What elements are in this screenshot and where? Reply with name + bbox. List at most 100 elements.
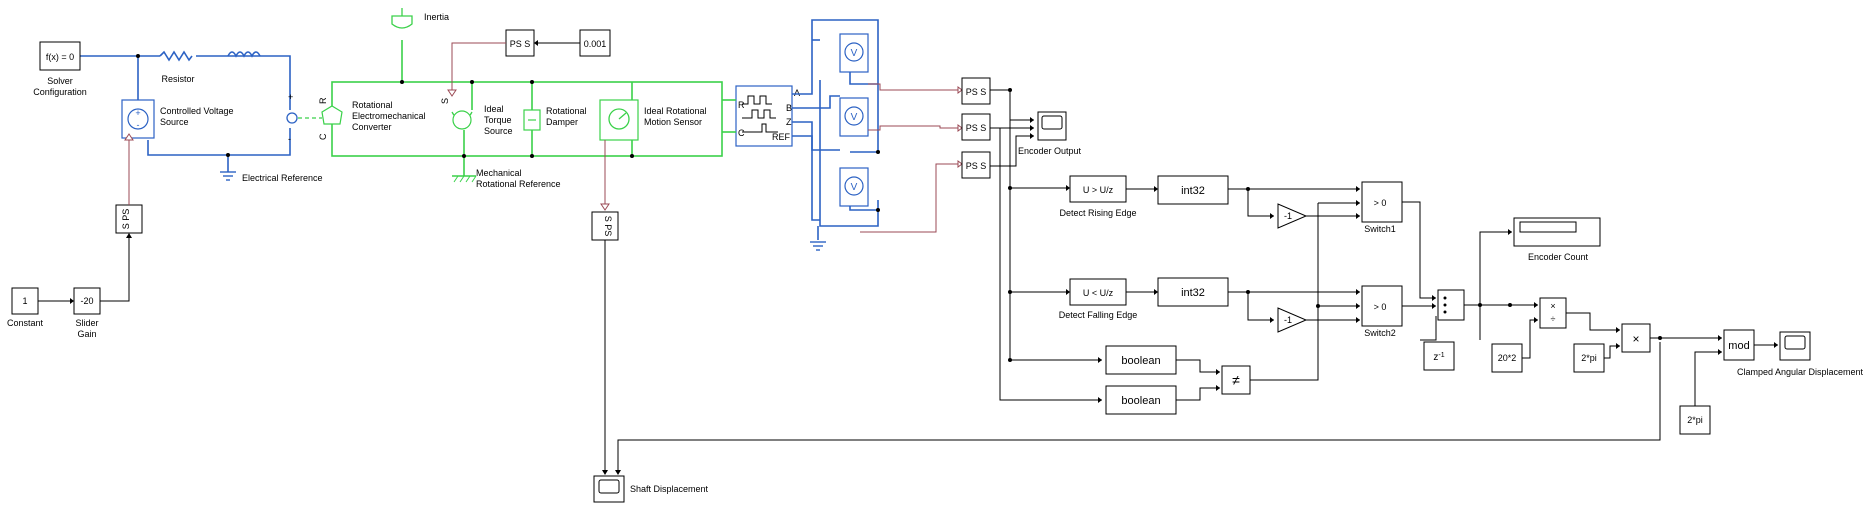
shaft-displacement-scope[interactable]: Shaft Displacement xyxy=(593,475,709,503)
voltmeter-b-label: V xyxy=(851,112,858,123)
constant-0001-block[interactable]: 0.001 xyxy=(579,29,611,57)
encoder-port-ref: REF xyxy=(772,132,791,142)
product-block[interactable]: × xyxy=(1621,323,1651,353)
unit-delay-block[interactable]: z-1 xyxy=(1423,341,1455,371)
int32-cast-2[interactable]: int32 xyxy=(1157,277,1229,307)
encoder-port-r: R xyxy=(738,100,745,110)
ps-simulink-converter-2[interactable]: PS S xyxy=(961,113,991,141)
cvs-label-1: Controlled Voltage xyxy=(160,106,234,116)
inductor-block[interactable] xyxy=(227,51,261,58)
motion-sensor-label-2: Motion Sensor xyxy=(644,117,702,127)
mech-ref-label-1: Mechanical xyxy=(476,168,522,178)
divide-times: × xyxy=(1550,301,1555,311)
mech-ref-label-2: Rotational Reference xyxy=(476,179,561,189)
port-minus-label: - xyxy=(288,134,291,144)
rotational-electromechanical-converter-block[interactable]: R C Rotational Electromechanical Convert… xyxy=(318,97,426,140)
ideal-rotational-motion-sensor-block[interactable]: Ideal Rotational Motion Sensor xyxy=(599,99,707,141)
voltage-sensor-z[interactable]: V xyxy=(839,167,869,207)
boolean-2-text: boolean xyxy=(1121,395,1160,407)
voltage-sensor-a[interactable]: V xyxy=(839,33,869,73)
rising-label: Detect Rising Edge xyxy=(1059,208,1136,218)
sum-block[interactable] xyxy=(1437,289,1465,321)
constant-value: 1 xyxy=(22,296,27,306)
boolean-1-text: boolean xyxy=(1121,355,1160,367)
inertia-block[interactable]: Inertia xyxy=(391,8,449,29)
electrical-reference-block[interactable]: Electrical Reference xyxy=(220,171,323,183)
constant-2pi-b[interactable]: 2*pi xyxy=(1679,405,1711,435)
rotational-damper-block[interactable]: Rotational Damper xyxy=(523,106,587,131)
constant-2pi-a[interactable]: 2*pi xyxy=(1573,343,1605,373)
ps-simulink-converter-1[interactable]: PS S xyxy=(961,77,991,105)
neg1-1-text: -1 xyxy=(1284,211,1292,221)
mult-text: × xyxy=(1632,332,1639,346)
delay-text: z-1 xyxy=(1433,352,1444,364)
resistor-block[interactable]: Resistor xyxy=(159,50,195,84)
mechanical-rotational-reference-block[interactable]: Mechanical Rotational Reference xyxy=(452,168,561,189)
electrical-reference-label: Electrical Reference xyxy=(242,173,323,183)
converter-port-r: R xyxy=(318,97,328,104)
slider-gain-block[interactable]: -20 Slider Gain xyxy=(73,287,101,339)
int32-cast-1[interactable]: int32 xyxy=(1157,175,1229,205)
encoder-port-c: C xyxy=(738,128,745,138)
neq-text: ≠ xyxy=(1232,372,1240,388)
voltage-port-symbol: + - xyxy=(286,92,298,144)
encoder-output-scope[interactable]: Encoder Output xyxy=(1018,111,1082,156)
encoder-port-a: A xyxy=(794,88,800,98)
torque-port-s: S xyxy=(440,98,450,104)
boolean-cast-1[interactable]: boolean xyxy=(1105,345,1177,375)
switch2-block[interactable]: > 0 Switch2 xyxy=(1361,285,1403,338)
divide-block[interactable]: × ÷ xyxy=(1539,297,1567,329)
converter-label-2: Electromechanical xyxy=(352,111,426,121)
ideal-torque-source-block[interactable]: S Ideal Torque Source xyxy=(440,98,513,136)
mech-junction xyxy=(530,80,534,84)
const-20x2-text: 20*2 xyxy=(1498,353,1517,363)
electrical-network-wires xyxy=(70,55,291,172)
boolean-cast-2[interactable]: boolean xyxy=(1105,385,1177,415)
voltmeter-z-label: V xyxy=(851,182,858,193)
switch1-block[interactable]: > 0 Switch1 xyxy=(1361,181,1403,234)
gain-neg1-2[interactable]: -1 xyxy=(1277,307,1308,333)
junction-dot xyxy=(136,54,140,58)
junction-dot xyxy=(876,150,880,154)
simulink-ps-converter-left[interactable]: S PS xyxy=(115,204,143,234)
port-plus-label: + xyxy=(288,92,293,102)
rising-text: U > U/z xyxy=(1083,185,1114,195)
voltmeter-a-label: V xyxy=(851,48,858,59)
mech-junction xyxy=(470,80,474,84)
solver-configuration-block[interactable]: f(x) = 0 Solver Configuration xyxy=(33,41,87,97)
switch2-label: Switch2 xyxy=(1364,328,1396,338)
gain-neg1-1[interactable]: -1 xyxy=(1277,203,1308,229)
const-2pi-b-text: 2*pi xyxy=(1687,415,1703,425)
junction-dot xyxy=(226,153,230,157)
constant-label: Constant xyxy=(7,318,44,328)
clamped-angular-displacement-scope[interactable]: Clamped Angular Displacement xyxy=(1737,331,1863,377)
encoder-count-display[interactable]: Encoder Count xyxy=(1513,217,1601,262)
inertia-label: Inertia xyxy=(424,12,449,22)
ps-simulink-converter-top[interactable]: PS S xyxy=(505,29,535,57)
detect-falling-edge-block[interactable]: U < U/z Detect Falling Edge xyxy=(1059,278,1138,320)
const-0001-value: 0.001 xyxy=(584,39,607,49)
neg1-2-text: -1 xyxy=(1284,315,1292,325)
controlled-voltage-source-block[interactable]: + - Controlled Voltage Source xyxy=(121,99,234,139)
ps-simulink-converter-shaft[interactable]: S PS xyxy=(591,211,619,241)
solver-text: f(x) = 0 xyxy=(46,52,74,62)
constant-block[interactable]: 1 Constant xyxy=(7,287,44,328)
svg-text:-: - xyxy=(137,120,140,130)
ps-simulink-converter-3[interactable]: PS S xyxy=(961,151,991,179)
voltage-sensor-b[interactable]: V xyxy=(839,97,869,137)
detect-rising-edge-block[interactable]: U > U/z Detect Rising Edge xyxy=(1059,175,1137,218)
resistor-label: Resistor xyxy=(161,74,194,84)
constant-20x2-block[interactable]: 20*2 xyxy=(1491,343,1523,373)
ps-s-2-text: PS S xyxy=(966,123,987,133)
encoder-block[interactable]: A B Z REF R C xyxy=(735,85,800,147)
not-equal-block[interactable]: ≠ xyxy=(1221,365,1251,395)
mod-text: mod xyxy=(1728,340,1749,352)
damper-label-2: Damper xyxy=(546,117,578,127)
const-2pi-a-text: 2*pi xyxy=(1581,353,1597,363)
motion-sensor-label-1: Ideal Rotational xyxy=(644,106,707,116)
encoder-ground[interactable] xyxy=(810,241,826,251)
mod-block[interactable]: mod xyxy=(1723,329,1755,361)
ps-s-top-text: PS S xyxy=(510,39,531,49)
int32-1-text: int32 xyxy=(1181,185,1205,197)
sps-shaft-text: S PS xyxy=(603,216,613,237)
